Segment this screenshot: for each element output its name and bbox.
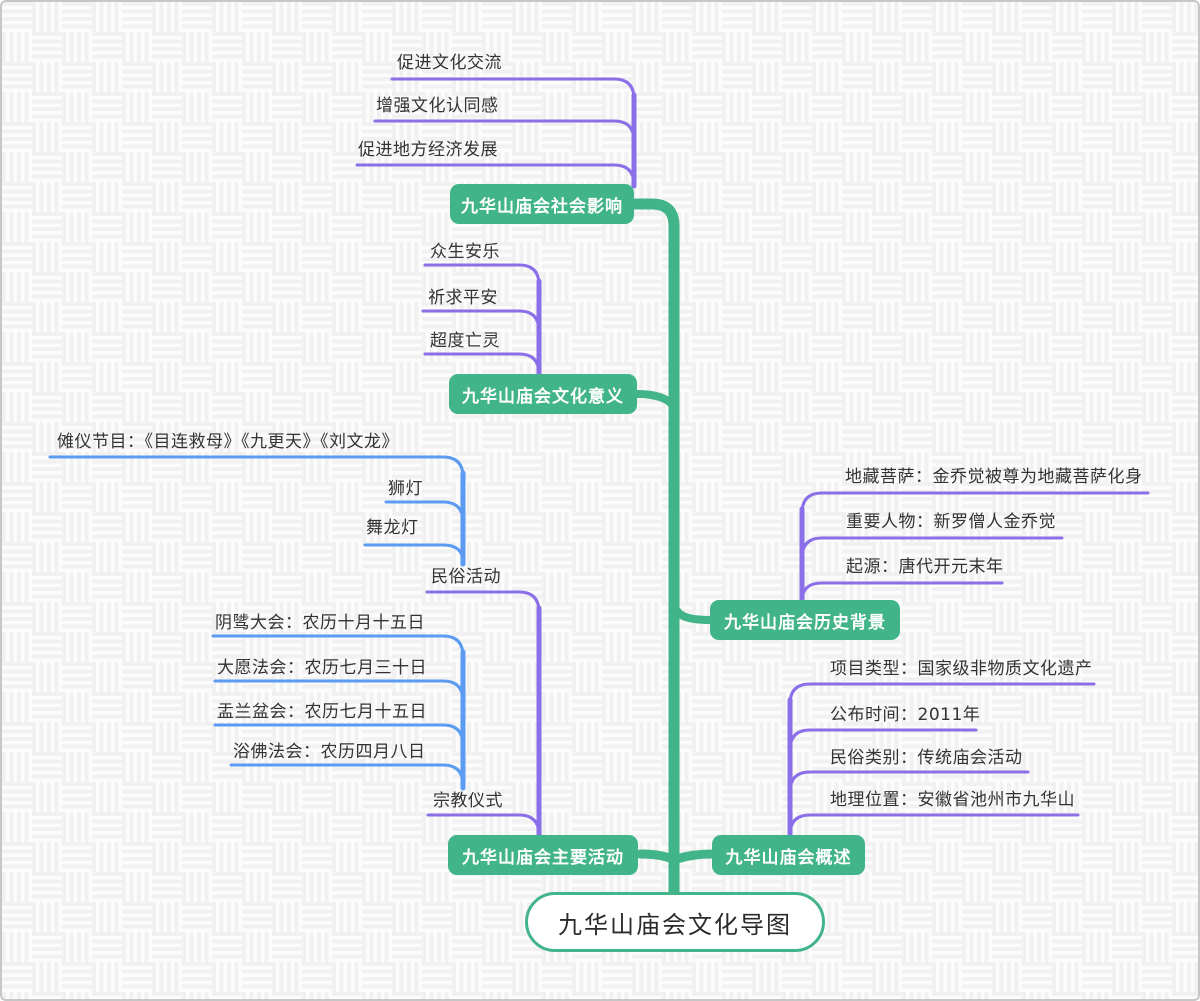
leaf-folk-category[interactable]: 民俗类别：传统庙会活动: [830, 748, 1023, 768]
stub-overview: [672, 849, 717, 864]
leaf-dragon-lantern[interactable]: 舞龙灯: [366, 518, 419, 538]
leaf-project-type[interactable]: 项目类型：国家级非物质文化遗产: [830, 659, 1093, 679]
leaf-ullambana[interactable]: 盂兰盆会：农历七月十五日: [217, 702, 427, 722]
leaf-dayuan-ceremony[interactable]: 大愿法会：农历七月三十日: [217, 658, 427, 678]
leaf-yinzhi-assembly[interactable]: 阴骘大会：农历十月十五日: [215, 613, 425, 633]
leaf-pray-for-peace[interactable]: 祈求平安: [428, 288, 498, 308]
leaf-origin[interactable]: 起源：唐代开元末年: [846, 557, 1004, 577]
topic-overview[interactable]: 九华山庙会概述: [712, 835, 865, 875]
leaf-cultural-exchange[interactable]: 促进文化交流: [397, 53, 502, 73]
leaf-key-figure[interactable]: 重要人物：新罗僧人金乔觉: [846, 512, 1056, 532]
topic-main-activities[interactable]: 九华山庙会主要活动: [448, 835, 638, 875]
leaf-lion-lantern[interactable]: 狮灯: [388, 479, 423, 499]
leaf-salvation-of-souls[interactable]: 超度亡灵: [430, 331, 500, 351]
leaf-announce-time[interactable]: 公布时间：2011年: [830, 705, 981, 725]
stub-culture-meaning: [634, 390, 677, 410]
stub-history: [671, 602, 714, 624]
leaf-happiness-of-all[interactable]: 众生安乐: [430, 242, 500, 262]
leaf-nuo-opera[interactable]: 傩仪节目：《目连救母》《九更天》《刘文龙》: [57, 432, 399, 452]
leaf-bathing-buddha[interactable]: 浴佛法会：农历四月八日: [233, 742, 426, 762]
leaf-location[interactable]: 地理位置：安徽省池州市九华山: [830, 790, 1075, 810]
topic-culture-meaning[interactable]: 九华山庙会文化意义: [449, 374, 637, 414]
trunk-line: [630, 198, 680, 898]
leaf-local-economy[interactable]: 促进地方经济发展: [358, 140, 498, 160]
leaf-ksitigarbha[interactable]: 地藏菩萨：金乔觉被尊为地藏菩萨化身: [845, 467, 1143, 487]
topic-history-background[interactable]: 九华山庙会历史背景: [710, 600, 900, 640]
topic-social-impact[interactable]: 九华山庙会社会影响: [450, 184, 634, 224]
subtopic-folk-activities[interactable]: 民俗活动: [431, 567, 501, 587]
stub-main-activities: [635, 849, 678, 864]
leaf-cultural-identity[interactable]: 增强文化认同感: [376, 96, 499, 116]
subtopic-religious-rituals[interactable]: 宗教仪式: [433, 791, 503, 811]
root-topic[interactable]: 九华山庙会文化导图: [525, 892, 825, 952]
